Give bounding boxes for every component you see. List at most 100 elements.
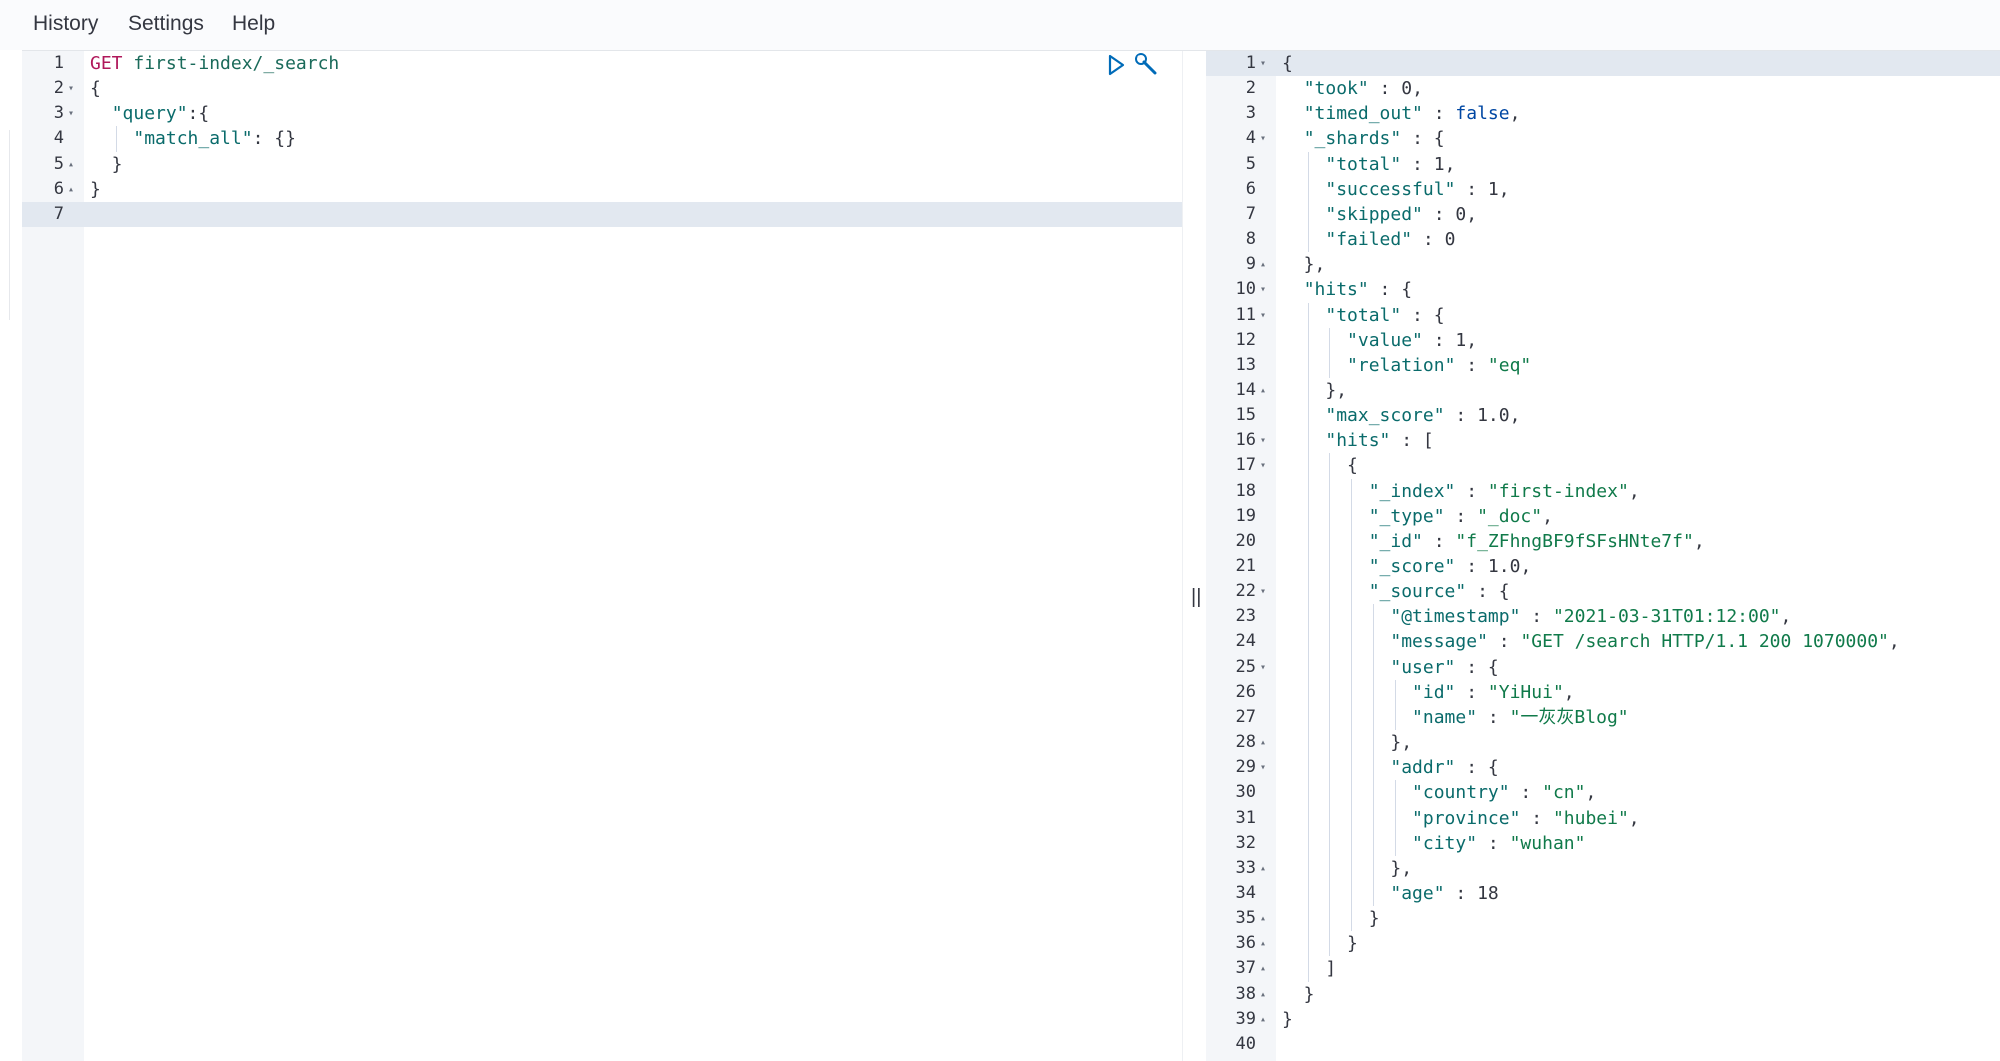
response-code-line: "failed" : 0 xyxy=(1325,229,1456,251)
request-code-line: "query":{ xyxy=(111,103,210,125)
response-code-line: "took" : 0, xyxy=(1303,78,1423,100)
fold-open-icon[interactable]: ▾ xyxy=(1260,661,1267,673)
fold-open-icon[interactable]: ▾ xyxy=(1260,586,1267,598)
response-line-number: 15 xyxy=(1235,405,1256,426)
fold-close-icon[interactable]: ▴ xyxy=(1260,988,1267,1000)
response-code-line: ] xyxy=(1282,958,1337,980)
response-code-line: "hits" : { xyxy=(1303,279,1413,301)
response-line-number: 29 xyxy=(1235,757,1256,778)
fold-close-icon[interactable]: ▴ xyxy=(1260,913,1267,925)
run-request-button[interactable] xyxy=(1103,52,1129,78)
menu-history[interactable]: History xyxy=(33,12,99,35)
response-code-line: "age" : 18 xyxy=(1390,882,1499,904)
response-code-line: "message" : "GET /search HTTP/1.1 200 10… xyxy=(1390,631,1900,653)
fold-close-icon[interactable]: ▴ xyxy=(1260,963,1267,975)
response-line-number: 13 xyxy=(1235,354,1256,375)
fold-open-icon[interactable]: ▾ xyxy=(68,108,75,120)
fold-close-icon[interactable]: ▴ xyxy=(1260,1013,1267,1025)
request-code-line: GET first-index/_search xyxy=(90,53,340,74)
response-gutter xyxy=(1206,51,1276,1061)
response-line-number: 10 xyxy=(1235,279,1256,300)
response-code-line: "_id" : "f_ZFhngBF9fSFsHNte7f", xyxy=(1368,530,1705,552)
response-line-number: 31 xyxy=(1235,807,1256,828)
fold-close-icon[interactable]: ▴ xyxy=(68,183,75,195)
request-line-number: 3 xyxy=(53,103,64,124)
response-code-line: "_source" : { xyxy=(1368,581,1510,603)
fold-open-icon[interactable]: ▾ xyxy=(1260,435,1267,447)
indent-guide xyxy=(1394,780,1396,856)
response-code-line: } xyxy=(1282,1008,1293,1030)
response-line-number: 38 xyxy=(1235,983,1256,1004)
response-line-number: 16 xyxy=(1235,430,1256,451)
response-line-number: 2 xyxy=(1245,78,1256,99)
request-options-button[interactable] xyxy=(1133,52,1159,78)
response-viewer[interactable]: 1▾{2 "took" : 0,3 "timed_out" : false,4▾… xyxy=(1206,51,2000,1061)
response-line-number: 36 xyxy=(1235,933,1256,954)
response-line-number: 40 xyxy=(1235,1033,1256,1054)
indent-guide xyxy=(1307,302,1309,982)
fold-open-icon[interactable]: ▾ xyxy=(1260,309,1267,321)
fold-close-icon[interactable]: ▴ xyxy=(1260,259,1267,271)
fold-close-icon[interactable]: ▴ xyxy=(1260,384,1267,396)
response-code-line: "city" : "wuhan" xyxy=(1412,832,1586,854)
menu-bar: History Settings Help xyxy=(0,0,2000,51)
response-code-line: }, xyxy=(1282,254,1326,276)
response-line-number: 8 xyxy=(1245,229,1256,250)
response-line-number: 12 xyxy=(1235,329,1256,350)
request-code-line: "match_all": {} xyxy=(133,128,296,150)
fold-open-icon[interactable]: ▾ xyxy=(1260,284,1267,296)
response-code-line: } xyxy=(1282,933,1358,955)
response-code-line: "@timestamp" : "2021-03-31T01:12:00", xyxy=(1390,606,1792,628)
response-line-number: 30 xyxy=(1235,782,1256,803)
response-code-area[interactable] xyxy=(1276,51,2000,1061)
response-code-line: "successful" : 1, xyxy=(1325,178,1510,200)
response-line-number: 14 xyxy=(1235,379,1256,400)
active-line-highlight xyxy=(1206,51,2000,76)
response-code-line: "total" : { xyxy=(1325,304,1445,326)
fold-open-icon[interactable]: ▾ xyxy=(1260,133,1267,145)
response-line-number: 18 xyxy=(1235,480,1256,501)
response-line-number: 28 xyxy=(1235,732,1256,753)
response-code-line: "value" : 1, xyxy=(1347,329,1478,351)
request-line-number: 2 xyxy=(53,78,64,99)
response-line-number: 7 xyxy=(1245,203,1256,224)
fold-close-icon[interactable]: ▴ xyxy=(1260,938,1267,950)
indent-guide xyxy=(1394,679,1396,731)
menu-help[interactable]: Help xyxy=(232,12,276,35)
request-line-number: 5 xyxy=(53,153,64,174)
response-line-number: 26 xyxy=(1235,681,1256,702)
response-line-number: 34 xyxy=(1235,882,1256,903)
request-line-number: 1 xyxy=(53,53,64,73)
fold-close-icon[interactable]: ▴ xyxy=(68,158,75,170)
response-code-line: { xyxy=(1282,455,1358,477)
response-code-line: { xyxy=(1282,53,1293,74)
fold-open-icon[interactable]: ▾ xyxy=(1260,58,1267,69)
fold-open-icon[interactable]: ▾ xyxy=(68,83,75,95)
response-line-number: 37 xyxy=(1235,958,1256,979)
fold-close-icon[interactable]: ▴ xyxy=(1260,737,1267,749)
response-code-line: }, xyxy=(1282,732,1413,754)
indent-guide xyxy=(1329,327,1331,378)
response-line-number: 6 xyxy=(1245,178,1256,199)
response-code-line: "province" : "hubei", xyxy=(1412,807,1640,829)
fold-open-icon[interactable]: ▾ xyxy=(1260,460,1267,472)
pane-resizer[interactable]: || xyxy=(1182,51,1208,1061)
wrench-icon xyxy=(1135,53,1157,75)
fold-close-icon[interactable]: ▴ xyxy=(1260,862,1267,874)
indent-guide xyxy=(1307,151,1309,253)
fold-open-icon[interactable]: ▾ xyxy=(1260,762,1267,774)
response-line-number: 35 xyxy=(1235,908,1256,929)
response-line-number: 24 xyxy=(1235,631,1256,652)
response-code-line: "name" : "一灰灰Blog" xyxy=(1412,706,1629,728)
response-line-number: 32 xyxy=(1235,832,1256,853)
response-code-line: "country" : "cn", xyxy=(1412,782,1597,804)
response-line-number: 3 xyxy=(1245,103,1256,124)
edge-line xyxy=(9,130,10,320)
drag-handle-icon: || xyxy=(1191,586,1202,608)
left-edge xyxy=(0,50,22,1061)
response-line-number: 19 xyxy=(1235,505,1256,526)
menu-settings[interactable]: Settings xyxy=(128,12,204,35)
request-line-number: 6 xyxy=(53,178,64,199)
response-code-line: "timed_out" : false, xyxy=(1303,103,1521,125)
